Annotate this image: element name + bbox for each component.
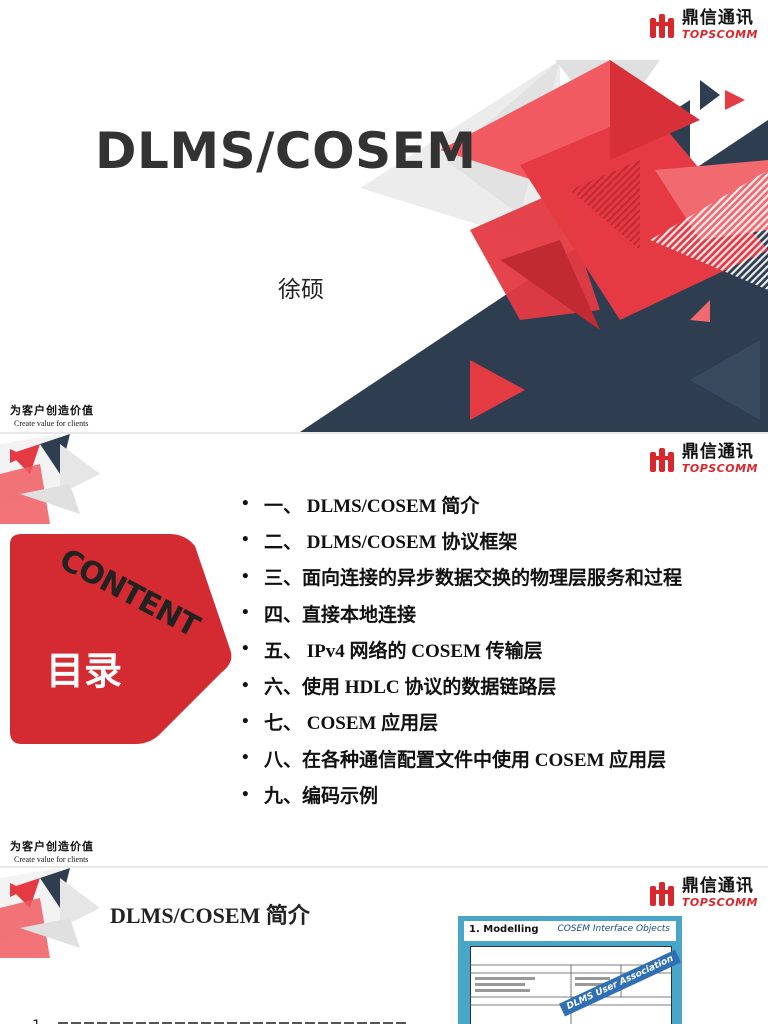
toc-item: • 一、 DLMS/COSEM 简介: [242, 486, 682, 522]
bullet: •: [242, 638, 249, 660]
toc-item: • 九、编码示例: [242, 776, 682, 812]
bullet: •: [242, 565, 249, 587]
decorative-corner-shapes: [0, 434, 100, 524]
company-logo: 鼎信通讯 TOPSCOMM: [648, 444, 758, 474]
logo-name-en: TOPSCOMM: [681, 896, 758, 909]
bullet-number: 1: [32, 1018, 41, 1024]
toc-item-label: 三、面向连接的异步数据交换的物理层服务和过程: [264, 568, 683, 590]
slogan-cn: 为客户创造价值: [10, 840, 94, 853]
toc-item-label: 六、使用 HDLC 协议的数据链路层: [264, 677, 557, 699]
toc-item: • 四、直接本地连接: [242, 595, 682, 631]
contents-heading: 目录: [46, 649, 123, 693]
toc-item-label: 九、编码示例: [264, 786, 379, 808]
title-slide: 鼎信通讯 TOPSCOMM DLMS/COSEM 徐硕 为客户创造价值 Crea…: [0, 0, 768, 432]
slogan-cn: 为客户创造价值: [10, 404, 94, 417]
toc-item-label: 八、在各种通信配置文件中使用 COSEM 应用层: [264, 749, 667, 771]
decorative-corner-shapes: [0, 868, 100, 958]
figure-interface-label: COSEM Interface Objects: [557, 924, 670, 934]
slogan: 为客户创造价值 Create value for clients: [10, 402, 94, 428]
toc-item-label: 四、直接本地连接: [264, 604, 417, 626]
logo-mark-icon: [649, 448, 674, 472]
bullet: •: [242, 783, 249, 805]
author-name: 徐硕: [278, 277, 324, 303]
decorative-geometric-shapes: [300, 60, 768, 432]
logo-mark-icon: [649, 14, 674, 38]
slide-title: DLMS/COSEM 简介: [110, 903, 310, 928]
figure-header: 1. Modelling COSEM Interface Objects: [464, 921, 676, 941]
toc-item-label: 二、 DLMS/COSEM 协议框架: [264, 531, 518, 553]
slide-divider: [0, 432, 768, 434]
truncated-text-line: [58, 1022, 408, 1024]
toc-item-label: 一、 DLMS/COSEM 简介: [264, 495, 480, 517]
content-red-banner: [10, 534, 232, 744]
bullet: •: [242, 674, 249, 696]
contents-slide: CONTENT 目录 鼎信通讯 TOPSCOMM •一、 DLMS/COSEM …: [0, 434, 768, 866]
logo-name-en: TOPSCOMM: [681, 462, 758, 475]
presentation-title: DLMS/COSEM: [95, 122, 477, 180]
toc-item: • 五、 IPv4 网络的 COSEM 传输层: [242, 631, 682, 667]
logo-name-cn: 鼎信通讯: [681, 8, 754, 28]
intro-slide: DLMS/COSEM 简介 鼎信通讯 TOPSCOMM 1. Modelling…: [0, 868, 768, 1024]
cosem-modelling-figure: 1. Modelling COSEM Interface Objects DLM…: [458, 916, 682, 1024]
logo-mark-icon: [649, 882, 674, 906]
company-logo: 鼎信通讯 TOPSCOMM: [648, 10, 758, 40]
slide-divider: [0, 866, 768, 868]
slogan-en: Create value for clients: [14, 855, 89, 864]
table-of-contents: • 一、 DLMS/COSEM 简介 • 二、 DLMS/COSEM 协议框架 • 三…: [242, 486, 682, 813]
toc-item-label: 五、 IPv4 网络的 COSEM 传输层: [264, 640, 543, 662]
toc-item: • 七、 COSEM 应用层: [242, 704, 682, 740]
toc-item: • 八、在各种通信配置文件中使用 COSEM 应用层: [242, 740, 682, 776]
toc-item: • 二、 DLMS/COSEM 协议框架: [242, 522, 682, 558]
bullet: •: [242, 529, 249, 551]
toc-item: • 六、使用 HDLC 协议的数据链路层: [242, 667, 682, 703]
toc-item: • 三、面向连接的异步数据交换的物理层服务和过程: [242, 559, 682, 595]
slogan-en: Create value for clients: [14, 419, 89, 428]
slogan: 为客户创造价值 Create value for clients: [10, 838, 94, 864]
logo-name-cn: 鼎信通讯: [681, 442, 754, 462]
bullet: •: [242, 493, 249, 515]
bullet: •: [242, 747, 249, 769]
company-logo: 鼎信通讯 TOPSCOMM: [648, 878, 758, 908]
figure-modelling-label: 1. Modelling: [469, 924, 539, 935]
logo-name-en: TOPSCOMM: [681, 28, 758, 41]
toc-item-label: 七、 COSEM 应用层: [264, 713, 439, 735]
logo-name-cn: 鼎信通讯: [681, 876, 754, 896]
bullet: •: [242, 710, 249, 732]
bullet: •: [242, 602, 249, 624]
